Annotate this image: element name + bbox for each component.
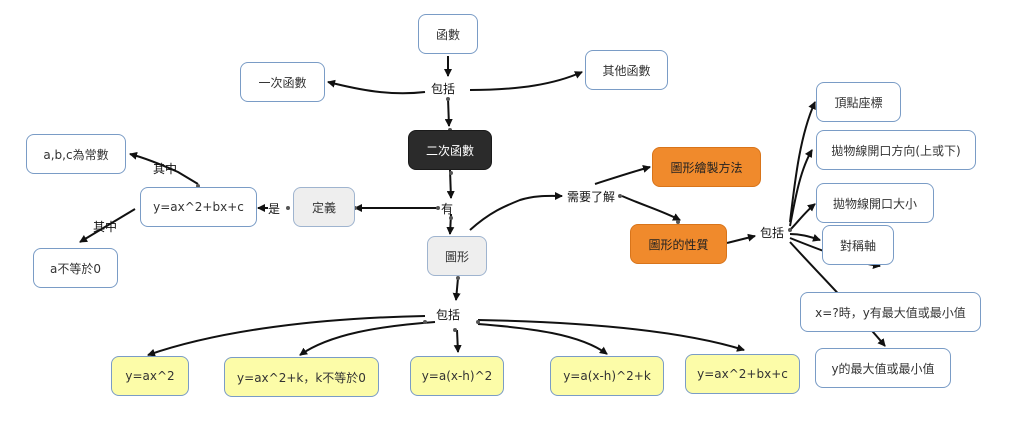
joint-dot	[788, 228, 792, 232]
edge-br-kaikou-dir	[789, 149, 813, 227]
node-definition[interactable]: 定義	[293, 187, 355, 227]
node-quadratic-function-text: 二次函數	[425, 143, 474, 158]
joint-dot	[449, 216, 453, 220]
edge-tuxing-baokuo	[452, 277, 461, 301]
node-other-functions-text: 其他函數	[602, 63, 651, 78]
node-form-3[interactable]: y=a(x-h)^2	[410, 356, 504, 396]
label-has: 有	[441, 202, 454, 216]
node-drawing-method-text: 圖形繪製方法	[670, 160, 743, 175]
node-form-1-text: y=ax^2	[125, 369, 175, 383]
node-symmetry-axis-text: 對稱軸	[839, 238, 876, 253]
node-a-not-zero[interactable]: a不等於0	[33, 248, 118, 288]
node-vertex-text: 頂點座標	[834, 95, 883, 110]
joint-dot	[423, 320, 427, 324]
node-other-functions[interactable]: 其他函數	[585, 50, 668, 90]
edge-bb-f2	[299, 321, 436, 356]
edge-baokuo-yici	[327, 79, 426, 95]
joint-dot	[286, 206, 290, 210]
node-opening-direction-text: 拋物線開口方向(上或下)	[831, 143, 961, 158]
edge-xuyao-xingzhi	[621, 195, 681, 221]
edge-bb-f1	[147, 315, 426, 357]
node-extreme-condition-text: x=?時，y有最大值或最小值	[815, 305, 966, 320]
node-definition-text: 定義	[311, 200, 336, 215]
node-constants[interactable]: a,b,c為常數	[26, 134, 126, 174]
label-need-to-know: 需要了解	[567, 190, 616, 204]
label-includes-right: 包括	[760, 226, 785, 240]
edge-bb-f3	[453, 329, 462, 353]
node-formula[interactable]: y=ax^2+bx+c	[140, 187, 257, 227]
node-linear-function[interactable]: 一次函數	[240, 62, 325, 102]
edge-br-duichen	[789, 233, 821, 242]
node-graph[interactable]: 圖形	[427, 236, 487, 276]
edge-you-xuyao	[469, 191, 563, 231]
node-function[interactable]: 函數	[418, 14, 478, 54]
node-form-4[interactable]: y=a(x-h)^2+k	[550, 356, 664, 396]
edge-br-dingdian	[789, 101, 816, 223]
edge-bb-f5	[477, 319, 745, 352]
node-extreme-condition[interactable]: x=?時，y有最大值或最小值	[800, 292, 981, 332]
label-where-1: 其中	[153, 162, 178, 176]
joint-dot	[476, 320, 480, 324]
node-opening-size[interactable]: 拋物線開口大小	[816, 183, 934, 223]
node-graph-text: 圖形	[444, 249, 469, 264]
node-form-5-text: y=ax^2+bx+c	[697, 367, 788, 381]
label-includes-top: 包括	[431, 82, 456, 96]
node-graph-properties[interactable]: 圖形的性質	[630, 224, 727, 264]
edge-xingzhi-baokuo	[726, 233, 756, 244]
edge-baokuo-erci	[444, 97, 453, 127]
joint-dot	[453, 328, 457, 332]
node-formula-text: y=ax^2+bx+c	[153, 200, 244, 214]
node-extreme-value[interactable]: y的最大值或最小值	[815, 348, 951, 388]
node-constants-text: a,b,c為常數	[43, 147, 109, 162]
label-includes-bottom: 包括	[436, 308, 461, 322]
node-form-1[interactable]: y=ax^2	[111, 356, 189, 396]
edge-bb-f4	[477, 323, 608, 355]
node-quadratic-function[interactable]: 二次函數	[408, 130, 492, 170]
node-symmetry-axis[interactable]: 對稱軸	[822, 225, 894, 265]
node-extreme-value-text: y的最大值或最小值	[831, 361, 935, 376]
node-form-2[interactable]: y=ax^2+k，k不等於0	[224, 357, 379, 397]
node-form-4-text: y=a(x-h)^2+k	[563, 369, 651, 383]
joint-dot	[456, 276, 460, 280]
edge-br-kaikou-size	[789, 203, 816, 231]
edge-formula-changshu	[129, 151, 199, 185]
joint-dot	[449, 171, 453, 175]
edge-xuyao-huizhi	[594, 165, 651, 185]
node-vertex[interactable]: 頂點座標	[816, 82, 901, 122]
node-opening-size-text: 拋物線開口大小	[832, 196, 917, 211]
node-function-text: 函數	[435, 27, 460, 42]
node-form-5[interactable]: y=ax^2+bx+c	[685, 354, 800, 394]
node-opening-direction[interactable]: 拋物線開口方向(上或下)	[816, 130, 976, 170]
edge-formula-budengyu	[79, 208, 136, 243]
joint-dot	[446, 97, 450, 101]
node-a-not-zero-text: a不等於0	[50, 261, 101, 276]
edge-baokuo-qita	[469, 71, 583, 91]
node-form-3-text: y=a(x-h)^2	[421, 369, 493, 383]
joint-dot	[618, 194, 622, 198]
label-where-2: 其中	[93, 220, 118, 234]
node-linear-function-text: 一次函數	[258, 75, 307, 90]
node-drawing-method[interactable]: 圖形繪製方法	[652, 147, 761, 187]
node-form-2-text: y=ax^2+k，k不等於0	[237, 370, 366, 385]
joint-dot	[676, 220, 680, 224]
node-graph-properties-text: 圖形的性質	[648, 237, 709, 252]
joint-dot	[436, 206, 440, 210]
label-is: 是	[268, 202, 281, 216]
